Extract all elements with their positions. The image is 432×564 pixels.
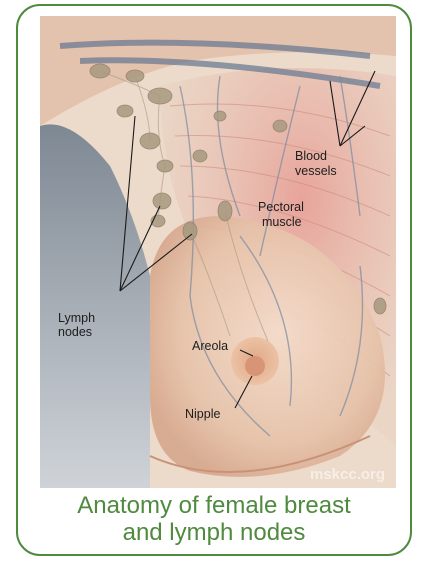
lymph-node	[193, 150, 207, 162]
label-nipple: Nipple	[185, 407, 220, 421]
lymph-node	[374, 298, 386, 314]
label-blood-vessels-line2: vessels	[295, 164, 337, 178]
figure-card: Blood vessels Pectoral muscle Lymph node…	[16, 4, 412, 556]
label-pectoral-muscle-line1: Pectoral	[258, 200, 304, 214]
caption-line-2: and lymph nodes	[18, 519, 410, 546]
anatomy-illustration: Blood vessels Pectoral muscle Lymph node…	[40, 16, 396, 488]
lymph-node	[153, 193, 171, 209]
lymph-node	[117, 105, 133, 117]
lymph-node	[214, 111, 226, 121]
nipple	[245, 356, 265, 376]
label-lymph-nodes-line1: Lymph	[58, 311, 95, 325]
label-lymph-nodes-line2: nodes	[58, 325, 92, 339]
figure-caption: Anatomy of female breast and lymph nodes	[18, 492, 410, 546]
label-blood-vessels-line1: Blood	[295, 149, 327, 163]
label-areola: Areola	[192, 339, 228, 353]
caption-line-1: Anatomy of female breast	[18, 492, 410, 519]
watermark: mskcc.org	[310, 466, 385, 483]
label-pectoral-muscle-line2: muscle	[262, 215, 302, 229]
lymph-node	[273, 120, 287, 132]
